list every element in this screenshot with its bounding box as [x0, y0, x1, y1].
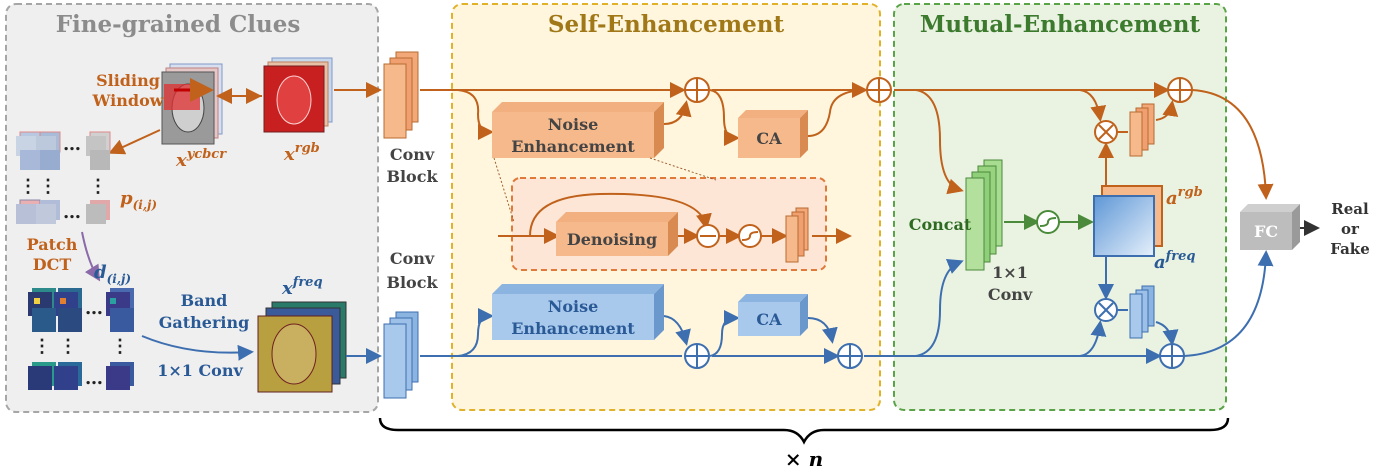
rgb-to-concat-arrow: [915, 89, 964, 195]
mutual-enhancement-title: Mutual-Enhancement: [920, 11, 1201, 38]
sigmoid-op-self: [738, 224, 762, 248]
sliding-window-label-2: Window: [91, 91, 164, 110]
output-label-or: or: [1341, 220, 1360, 238]
patch-vdots-2: ⋮: [39, 176, 57, 197]
add-op-self-rgb-1: [684, 77, 710, 103]
x-ycbcr-label: xycbcr: [175, 147, 227, 171]
fine-grained-title: Fine-grained Clues: [56, 11, 301, 38]
freq-to-mul-arrow: [1079, 320, 1107, 357]
ca-rgb-block: [738, 110, 808, 158]
denoising-block: [556, 212, 678, 256]
ca-freq-to-add-arrow: [807, 317, 838, 344]
multiply-op-rgb: [1094, 120, 1118, 144]
add-op-mutual-rgb: [1167, 77, 1193, 103]
patch-grid: [16, 131, 111, 224]
band-gathering-label-2: Gathering: [159, 313, 250, 332]
fc-block: [1240, 204, 1300, 250]
noise-enhancement-freq: [492, 284, 664, 340]
add-op-self-rgb-2: [866, 77, 892, 103]
noise-enhancement-freq-label-1: Noise: [548, 297, 599, 316]
conv-block-rgb: [383, 51, 419, 139]
subtract-op: [696, 224, 720, 248]
denoise-skip-arrow: [529, 192, 712, 237]
rgb-to-mul-arrow: [1079, 89, 1107, 122]
feature-to-add-freq-arrow: [1155, 321, 1179, 346]
sliding-window-label-1: Sliding: [96, 71, 160, 90]
dct-grid: [28, 288, 134, 390]
conv-1x1-mutual-label-2: Conv: [988, 285, 1033, 304]
ca-freq-label: CA: [756, 310, 782, 329]
noise-enhancement-rgb-label-2: Enhancement: [511, 137, 635, 156]
output-label-fake: Fake: [1330, 240, 1370, 258]
dct-dots-2: …: [85, 368, 103, 389]
concat-label: Concat: [909, 215, 972, 234]
concat-conv-block: [965, 159, 1003, 271]
dct-vdots-1: ⋮: [33, 336, 51, 357]
freq-to-concat-arrow: [915, 259, 964, 357]
mutual-rgb-to-fc-arrow: [1191, 89, 1274, 200]
noise-enhancement-rgb: [492, 102, 664, 158]
noise-freq-to-add-arrow: [663, 315, 691, 346]
band-gathering-arrow: [141, 335, 254, 361]
ycbcr-image-stack: [161, 63, 223, 145]
mutual-rgb-feature-stack: [1129, 103, 1155, 157]
fc-label: FC: [1254, 222, 1278, 241]
conv-1x1-mutual-label-1: 1×1: [992, 263, 1028, 282]
zoom-line-right: [649, 157, 717, 181]
x-freq-label: xfreq: [281, 275, 323, 299]
denoising-label: Denoising: [567, 230, 657, 249]
patch-dct-arrow: [81, 231, 101, 282]
patch-dots-2: …: [63, 202, 81, 223]
sigmoid-op-mutual: [1036, 210, 1060, 234]
repeat-label: × n: [785, 447, 823, 471]
dct-vdots-3: ⋮: [111, 336, 129, 357]
conv-block-freq-label-2: Block: [386, 273, 438, 292]
conv-block-rgb-label-1: Conv: [390, 145, 435, 164]
multiply-op-freq: [1094, 298, 1118, 322]
add-to-ca-freq-arrow: [709, 310, 740, 357]
rgb-image-stack: [263, 57, 333, 133]
output-label-real: Real: [1331, 200, 1369, 218]
p-ij-label: p(i,j): [120, 188, 157, 212]
ycbcr-to-patches-arrow: [108, 129, 161, 155]
noise-rgb-to-add-arrow: [663, 100, 692, 125]
band-gathering-label-1: Band: [181, 291, 228, 310]
a-rgb-label: argb: [1166, 185, 1203, 209]
patch-dct-label-2: DCT: [33, 255, 72, 274]
mutual-freq-feature-stack: [1129, 285, 1155, 339]
conv-block-rgb-label-2: Block: [386, 167, 438, 186]
freq-image-stack: [257, 301, 347, 393]
freq-to-noise-arrow: [457, 308, 494, 357]
conv-1x1-fine-label: 1×1 Conv: [157, 361, 243, 380]
noise-enhancement-freq-label-2: Enhancement: [511, 319, 635, 338]
repeat-brace: [378, 417, 1230, 445]
conv-block-freq: [383, 311, 419, 399]
patch-dct-label-1: Patch: [27, 235, 78, 254]
noise-enhancement-rgb-label-1: Noise: [548, 115, 599, 134]
ca-freq-block: [738, 294, 808, 336]
patch-dots-1: …: [63, 134, 81, 155]
dct-vdots-2: ⋮: [59, 336, 77, 357]
a-freq-label: afreq: [1154, 249, 1195, 273]
add-op-self-freq-1: [684, 343, 710, 369]
mutual-freq-to-fc-arrow: [1183, 250, 1274, 357]
attention-maps: [1093, 185, 1163, 257]
patch-vdots-1: ⋮: [19, 176, 37, 197]
ca-rgb-label: CA: [756, 129, 782, 148]
zoom-line-left: [493, 157, 515, 223]
add-op-mutual-freq: [1159, 343, 1185, 369]
patch-vdots-3: ⋮: [89, 176, 107, 197]
rgb-to-noise-arrow: [457, 89, 494, 140]
conv-block-freq-label-1: Conv: [390, 249, 435, 268]
add-op-self-freq-2: [837, 343, 863, 369]
feature-to-add-rgb-arrow: [1155, 100, 1179, 121]
ca-rgb-to-add-arrow: [807, 89, 863, 137]
self-enhancement-title: Self-Enhancement: [548, 11, 785, 38]
add-to-ca-rgb-arrow: [709, 89, 740, 146]
denoise-feature-stack: [785, 207, 809, 263]
dct-dots-1: …: [85, 298, 103, 319]
x-rgb-label: xrgb: [283, 141, 320, 165]
d-ij-label: d(i,j): [94, 262, 131, 286]
